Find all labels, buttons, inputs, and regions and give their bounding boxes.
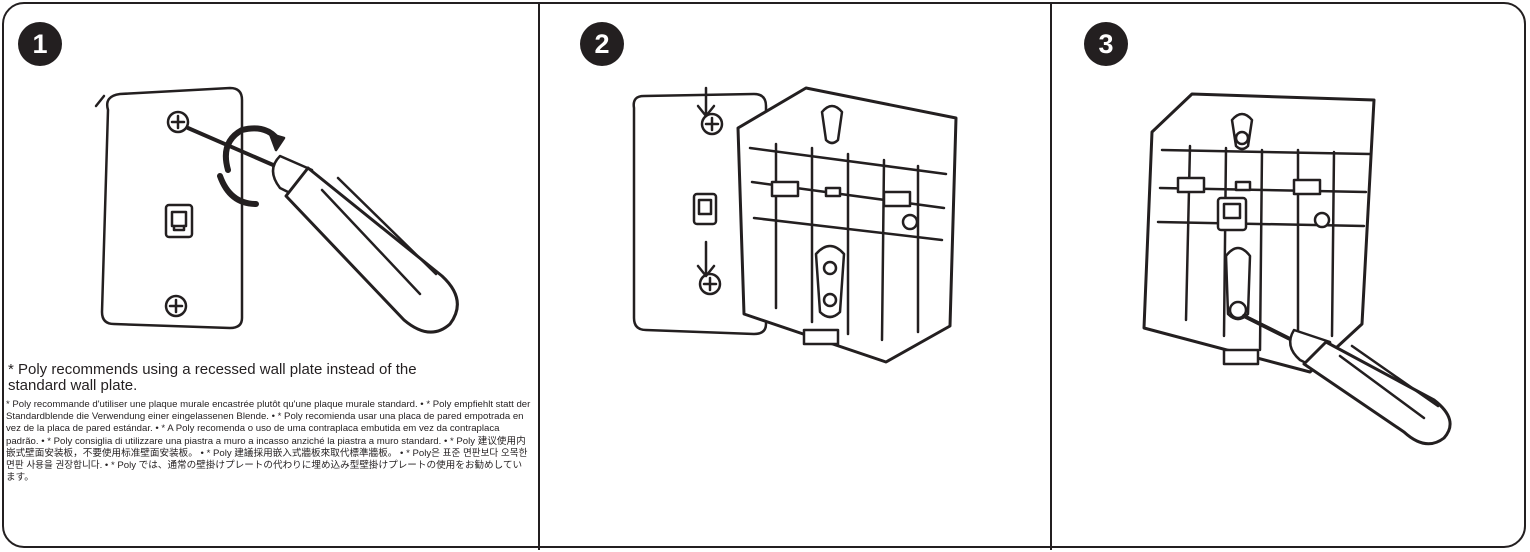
- recommendation-note: * Poly recommends using a recessed wall …: [8, 361, 417, 394]
- step-3-panel: 3: [1052, 0, 1528, 552]
- bracket-screw-tighten-icon: [1142, 92, 1452, 446]
- step-1-panel: 1 * Poly recommends using a recessed wal…: [0, 0, 538, 552]
- recommendation-translations: * Poly recommande d'utiliser une plaque …: [6, 399, 531, 484]
- step-3-badge: 3: [1084, 22, 1128, 66]
- step-2-panel: 2: [540, 0, 1050, 552]
- step-1-badge: 1: [18, 22, 62, 66]
- panel-divider-1: [538, 2, 540, 550]
- bracket-mount-icon: [632, 86, 958, 364]
- wall-plate-screwdriver-icon: [94, 86, 459, 334]
- panel-divider-2: [1050, 2, 1052, 550]
- step-2-badge: 2: [580, 22, 624, 66]
